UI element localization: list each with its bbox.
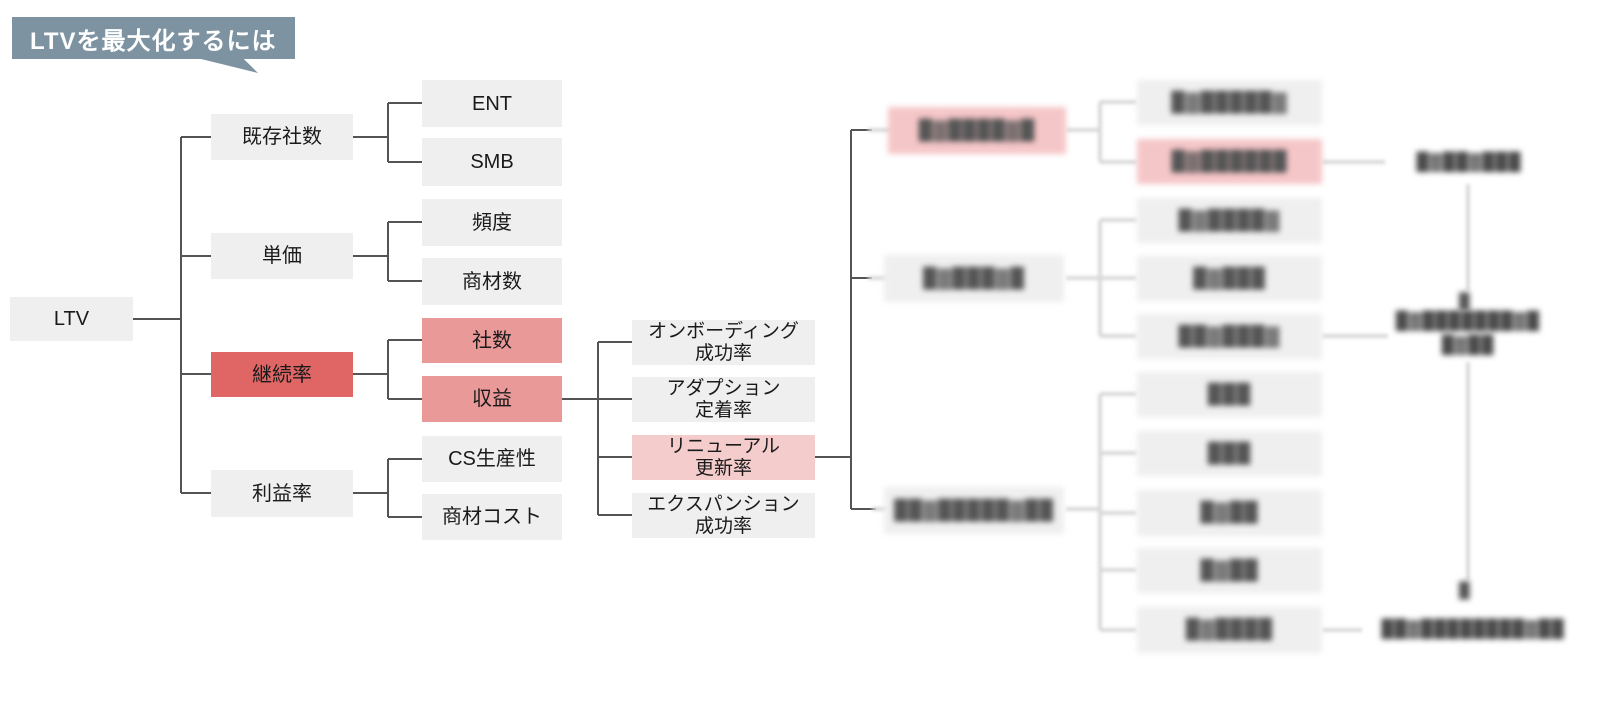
redacted-parent-1: █▓████▓█ (888, 107, 1066, 154)
node-smb: SMB (422, 138, 562, 186)
redacted-parent-3: ██▓█████▓██ (884, 487, 1064, 534)
redacted-child-4: █▓███ (1137, 256, 1322, 301)
redacted-child-6: ███ (1137, 372, 1322, 417)
redacted-child-10: █▓████ (1137, 607, 1322, 653)
redacted-marker-1: █ (1459, 293, 1470, 310)
redacted-child-2: █▓██████ (1137, 139, 1322, 184)
redacted-child-8: █▓██ (1137, 490, 1322, 536)
node-adoption-retention: アダプション 定着率 (632, 377, 815, 422)
title-badge-tail (197, 58, 258, 73)
title-badge: LTVを最大化するには (12, 17, 295, 59)
node-cs-productivity: CS生産性 (422, 436, 562, 482)
node-revenue: 収益 (422, 376, 562, 422)
redacted-child-1: █▓█████▓ (1137, 80, 1322, 125)
node-ent: ENT (422, 80, 562, 127)
node-product-count: 商材数 (422, 258, 562, 305)
node-profit-margin: 利益率 (211, 470, 353, 517)
redacted-note-3: ██▓████████▓██ (1381, 619, 1565, 638)
node-frequency: 頻度 (422, 199, 562, 246)
node-retention-rate: 継続率 (211, 352, 353, 397)
node-onboarding-success: オンボーディング 成功率 (632, 320, 815, 365)
node-expansion-success: エクスパンション 成功率 (632, 493, 815, 538)
redacted-child-3: █▓████▓ (1137, 198, 1322, 243)
node-existing-companies: 既存社数 (211, 114, 353, 160)
node-company-count: 社数 (422, 318, 562, 363)
redacted-parent-2: █▓███▓█ (884, 255, 1064, 302)
node-unit-price: 単価 (211, 233, 353, 279)
node-ltv: LTV (10, 297, 133, 341)
node-product-cost: 商材コスト (422, 494, 562, 540)
redacted-child-5: ██▓███▓ (1137, 314, 1322, 359)
redacted-note-1: █▓██▓███ (1416, 152, 1522, 171)
title-badge-label: LTVを最大化するには (30, 27, 277, 55)
redacted-note-2: █▓███████▓█ █▓██ (1395, 311, 1541, 354)
redacted-child-9: █▓██ (1137, 548, 1322, 593)
node-renewal-rate: リニューアル 更新率 (632, 435, 815, 480)
redacted-marker-2: █ (1459, 582, 1470, 599)
redacted-child-7: ███ (1137, 431, 1322, 476)
